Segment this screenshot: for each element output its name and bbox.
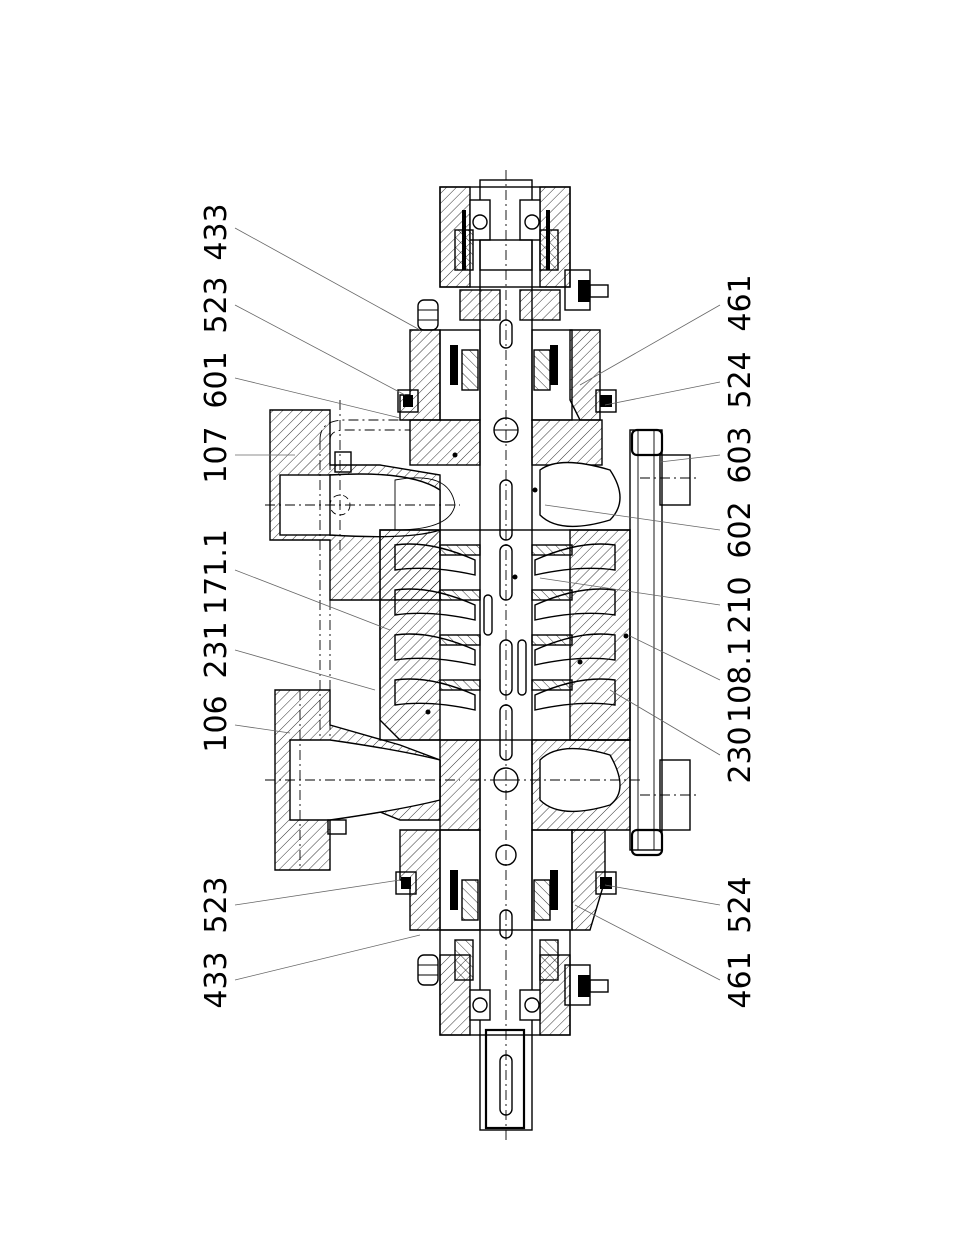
callouts-left: 433 523 601 107 171.1 231 106 523 433: [199, 203, 234, 1008]
callout-461-top: 461: [723, 274, 758, 331]
callout-524-bottom: 524: [723, 876, 758, 933]
callout-106: 106: [199, 695, 234, 752]
top-bearing-housing: [418, 187, 608, 330]
callout-433-top: 433: [199, 203, 234, 260]
callout-210: 210: [723, 576, 758, 633]
callout-231: 231: [199, 621, 234, 678]
callout-602: 602: [723, 501, 758, 558]
callout-524-top: 524: [723, 351, 758, 408]
callout-108-1: 108.1: [723, 637, 758, 723]
callout-601: 601: [199, 351, 234, 408]
callout-107: 107: [199, 426, 234, 483]
callout-523-top: 523: [199, 276, 234, 333]
callout-461-bottom: 461: [723, 951, 758, 1008]
stage-casings: [380, 530, 630, 740]
callout-230: 230: [723, 726, 758, 783]
callout-523-bottom: 523: [199, 876, 234, 933]
callout-171-1: 171.1: [199, 529, 234, 615]
callout-603: 603: [723, 426, 758, 483]
bottom-bearing-housing: [418, 930, 608, 1035]
tie-bolt: [630, 430, 700, 855]
callouts-right: 461 524 603 602 210 108.1 230 524 461: [723, 274, 758, 1008]
callout-433-bottom: 433: [199, 951, 234, 1008]
